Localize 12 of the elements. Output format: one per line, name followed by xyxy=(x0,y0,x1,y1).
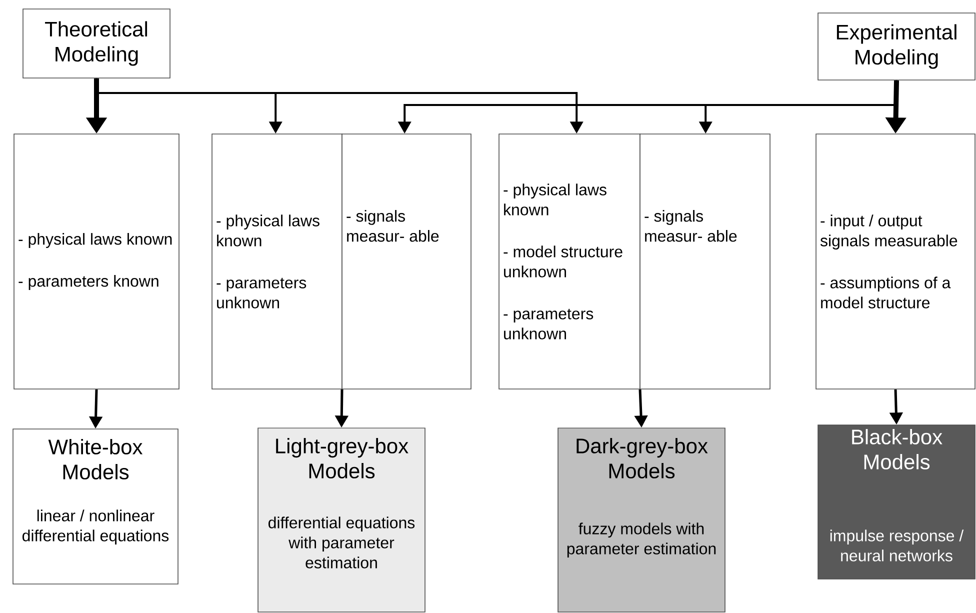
model-box: Light-grey-box Models differential equations with parameter estimation xyxy=(258,428,426,612)
condition-box: - signals measur- able xyxy=(640,134,770,390)
model-box: Dark-grey-box Models fuzzy models with parameter estimation xyxy=(558,428,726,612)
model-box: White-box Models linear / nonlinear differential equations xyxy=(12,428,178,584)
condition-box: - physical laws known - model structure unknown - parameters unknown xyxy=(498,134,640,390)
model-box: Black-box Models impulse response / neural networks xyxy=(818,424,976,580)
modeling-box: Theoretical Modeling xyxy=(22,8,170,78)
condition-box: - physical laws known - parameters unknown xyxy=(212,134,342,390)
condition-box: - physical laws known - parameters known xyxy=(14,134,180,390)
condition-box: - signals measur- able xyxy=(342,134,472,390)
modeling-box: Experimental Modeling xyxy=(818,12,976,80)
condition-box: - input / output signals measurable - assumptions of a model structure xyxy=(816,134,976,390)
